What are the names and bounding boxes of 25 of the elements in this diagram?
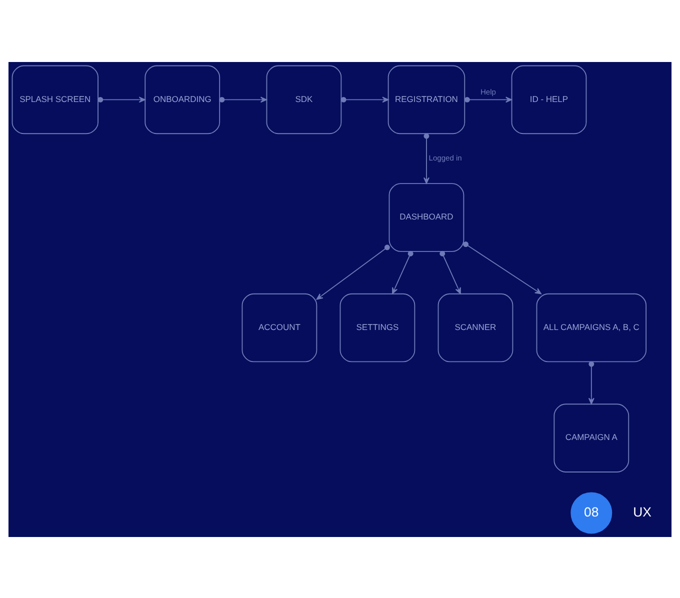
arrow (464, 96, 512, 102)
node-box: SPLASH SCREEN (12, 64, 98, 134)
node-box: ALL CAMPAIGNS A, B, C (536, 292, 647, 362)
edge-label: Help (480, 86, 496, 96)
node-box: DASHBOARD (388, 182, 464, 252)
arrow (423, 132, 430, 184)
node-box: SDK (266, 64, 342, 134)
arrow (219, 96, 267, 102)
node-box: ID - HELP (511, 64, 587, 134)
node-box: CAMPAIGN A (554, 403, 630, 472)
node-box: SETTINGS (340, 292, 416, 362)
node-box: SCANNER (438, 292, 514, 362)
arrow (98, 96, 146, 102)
edge-label: Logged in (428, 152, 462, 162)
arrow (440, 250, 461, 294)
label: UX (633, 504, 652, 519)
node-box: REGISTRATION (388, 64, 466, 134)
arrow (392, 250, 414, 294)
arrow (588, 360, 594, 404)
node-box: ONBOARDING (144, 64, 220, 134)
arrow (463, 241, 542, 294)
arrow (316, 244, 390, 300)
node-box: ACCOUNT (242, 292, 318, 362)
arrow (340, 96, 389, 102)
node-circle: 08 (570, 492, 612, 534)
